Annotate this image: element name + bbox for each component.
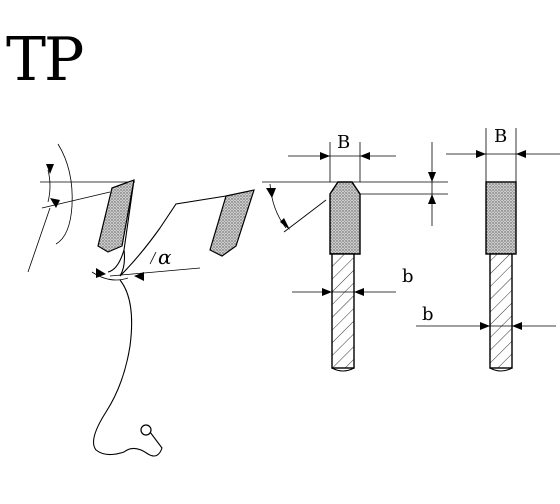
chamfer-dim-arrow (428, 172, 436, 182)
trapezoid-carbide-tip (329, 181, 361, 255)
carbide-tip-2 (209, 189, 255, 257)
blade-body-right (489, 253, 513, 369)
dim-arrow (476, 150, 486, 158)
body-break-right (489, 367, 513, 372)
b-right-label: b (422, 304, 434, 325)
angle-arc-outer (55, 143, 73, 245)
chamfer-line (283, 199, 327, 233)
alpha-leader (149, 251, 157, 265)
flat-profile: B b (416, 126, 560, 372)
b-left-label: b (402, 266, 414, 287)
chamfer-dim-arrow (428, 194, 436, 204)
gullet-edge (119, 195, 227, 277)
dim-arrow (322, 288, 332, 296)
arc-arrow-mid (50, 198, 60, 208)
alpha-arrow-left (96, 268, 106, 278)
blade-body-left (331, 253, 355, 369)
expansion-slot (140, 424, 152, 436)
alpha-label: α (158, 245, 172, 269)
blade-outline (93, 279, 163, 457)
dim-arrow (512, 322, 522, 330)
tooth-side-view: α (27, 143, 255, 457)
flat-carbide-tip (485, 181, 517, 255)
dim-arrow (320, 152, 330, 160)
carbide-tip-1 (97, 179, 135, 253)
B-right-label: B (494, 126, 507, 147)
reference-line-angle (41, 191, 111, 209)
B-left-label: B (337, 132, 350, 153)
dim-arrow (480, 322, 490, 330)
clearance-line (27, 207, 51, 273)
chamfer-arrow-bottom (280, 218, 290, 230)
chamfer-arrow-top (266, 188, 276, 198)
body-break-left (331, 367, 355, 372)
profile-title: TP (6, 25, 84, 95)
alpha-arrow-right (134, 272, 144, 281)
dim-arrow (516, 150, 526, 158)
alpha-baseline (109, 267, 201, 277)
angle-arc-inner (47, 169, 51, 203)
alpha-arc (91, 271, 129, 281)
trapezoid-profile: B b (262, 132, 448, 372)
tooth-back-1 (119, 249, 126, 277)
arc-arrow-top (46, 164, 54, 174)
dim-arrow (354, 288, 364, 296)
dim-arrow (360, 152, 370, 160)
